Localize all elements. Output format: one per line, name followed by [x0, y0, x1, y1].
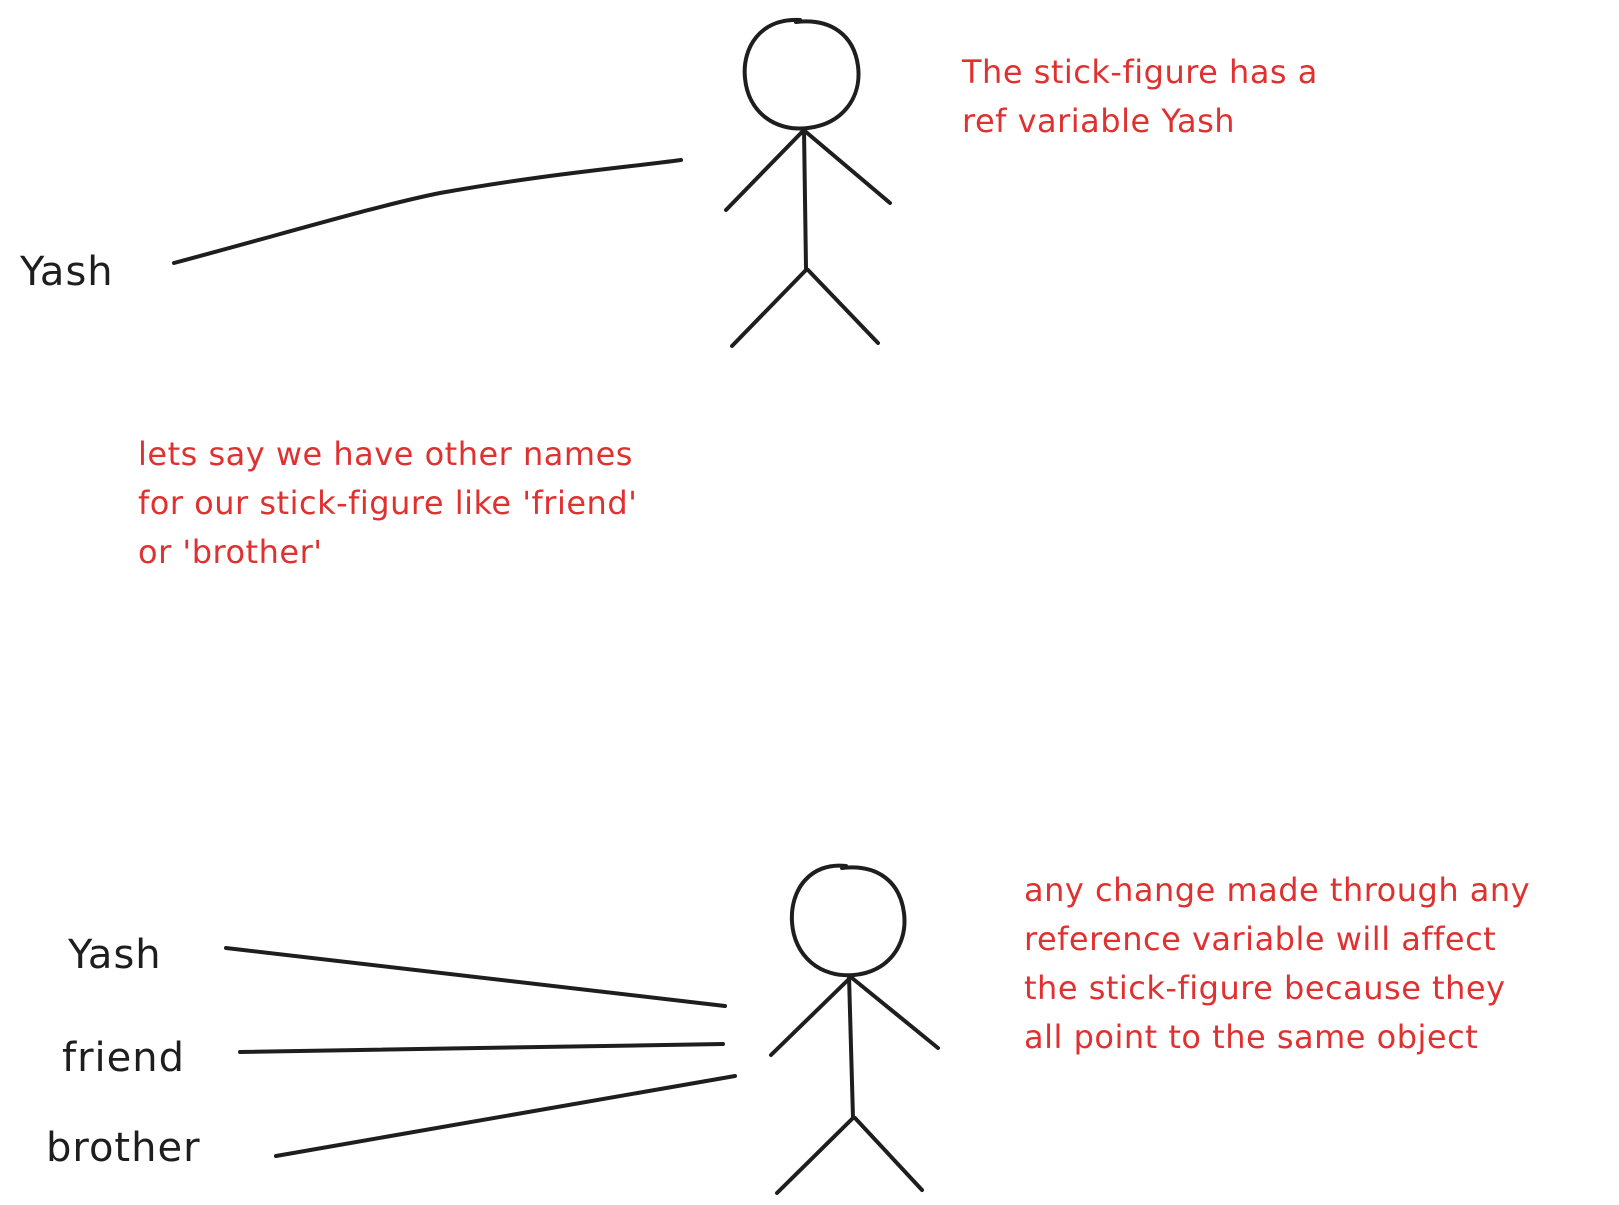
stick-figure-bottom-leg-left	[775, 1116, 855, 1195]
stick-figure-top-leg-left	[730, 268, 808, 348]
annotation-middle: lets say we have other names for our sti…	[138, 430, 637, 577]
variable-label-yash-bottom: Yash	[68, 932, 162, 978]
annotation-bottom-line: reference variable will affect	[1024, 920, 1497, 958]
stick-figure-top-leg-right	[806, 268, 880, 345]
stick-figure-bottom-arm-right	[850, 976, 940, 1050]
stick-figure-bottom-leg-right	[853, 1116, 924, 1192]
annotation-middle-line: lets say we have other names	[138, 435, 633, 473]
reference-line-brother	[274, 1074, 737, 1158]
stick-figure-bottom-head	[789, 863, 907, 978]
stick-figure-bottom	[769, 863, 940, 1195]
annotation-bottom-line: the stick-figure because they	[1024, 969, 1506, 1007]
annotation-bottom-line: any change made through any	[1024, 871, 1531, 909]
stick-figure-top	[724, 17, 892, 348]
annotation-top-line: ref variable Yash	[962, 102, 1236, 140]
stick-figure-top-body	[802, 128, 808, 270]
reference-line-yash-top	[172, 158, 683, 265]
annotation-top: The stick-figure has a ref variable Yash	[962, 48, 1318, 146]
variable-label-friend: friend	[62, 1035, 185, 1081]
annotation-middle-line: for our stick-figure like 'friend'	[138, 484, 638, 522]
stick-figure-top-arm-right	[804, 130, 892, 205]
annotation-bottom: any change made through any reference va…	[1024, 866, 1530, 1062]
reference-line-friend	[238, 1042, 725, 1054]
stick-figure-bottom-body	[847, 974, 855, 1120]
variable-label-yash-top: Yash	[20, 249, 114, 295]
stick-figure-bottom-arm-left	[769, 976, 852, 1057]
stick-figure-top-arm-left	[724, 130, 804, 212]
stick-figure-top-head	[742, 17, 861, 131]
annotation-middle-line: or 'brother'	[138, 533, 323, 571]
annotation-bottom-line: all point to the same object	[1024, 1018, 1479, 1056]
variable-label-brother: brother	[46, 1125, 201, 1171]
annotation-top-line: The stick-figure has a	[962, 53, 1318, 91]
reference-line-yash-bottom	[224, 946, 727, 1008]
